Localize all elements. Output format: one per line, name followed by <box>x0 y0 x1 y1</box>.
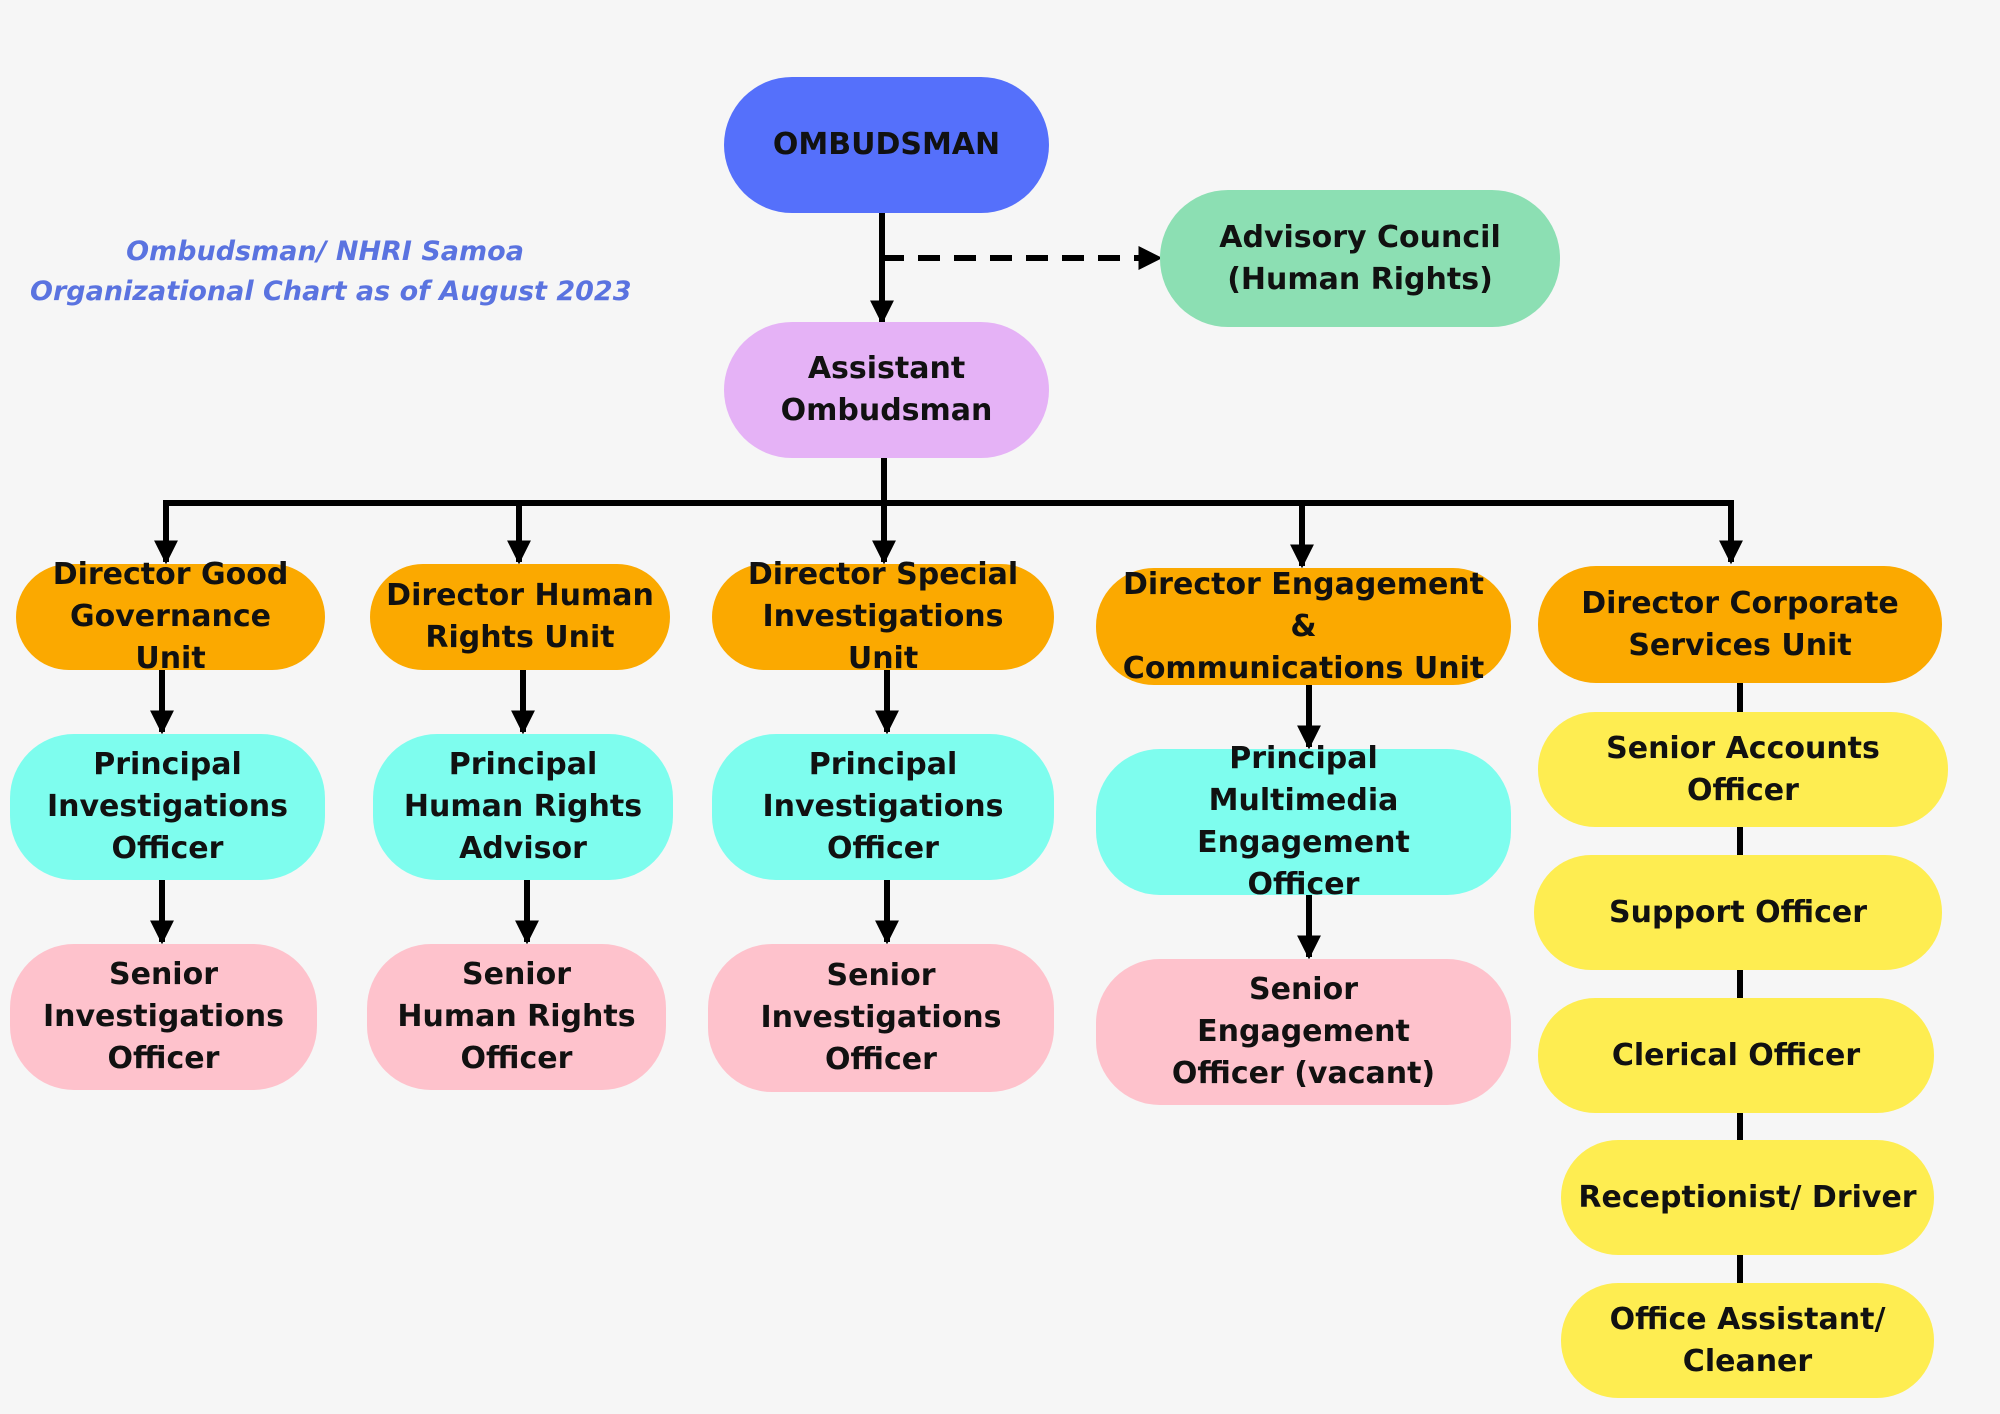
node-senior-accounts-officer-label: Senior Accounts Officer <box>1606 730 1880 808</box>
node-support-officer-label: Support Officer <box>1609 894 1867 930</box>
node-receptionist-driver-label: Receptionist/ Driver <box>1578 1179 1917 1215</box>
node-office-assistant-cleaner-label: Office Assistant/ Cleaner <box>1609 1301 1886 1379</box>
node-director-good-governance: Director Good Governance Unit <box>16 557 325 676</box>
chart-subtitle: Ombudsman/ NHRI Samoa Organizational Cha… <box>30 232 632 312</box>
node-principal-investigations-officer-1: Principal Investigations Officer <box>10 734 325 880</box>
node-office-assistant-cleaner: Office Assistant/ Cleaner <box>1561 1283 1934 1398</box>
node-director-engagement-label: Director Engagement & Communications Uni… <box>1122 566 1485 686</box>
node-clerical-officer: Clerical Officer <box>1538 998 1934 1113</box>
node-support-officer: Support Officer <box>1534 855 1942 970</box>
node-senior-investigations-officer-1: Senior Investigations Officer <box>10 944 317 1090</box>
node-senior-investigations-officer-2: Senior Investigations Officer <box>708 944 1054 1092</box>
node-principal-multimedia-engagement-officer-label: Principal Multimedia Engagement Officer <box>1197 741 1410 902</box>
node-ombudsman-label: OMBUDSMAN <box>772 127 1001 162</box>
node-director-special-investigations: Director Special Investigations Unit <box>712 557 1054 676</box>
subtitle-line-2: Organizational Chart as of August 2023 <box>30 276 632 307</box>
node-senior-investigations-officer-1-label: Senior Investigations Officer <box>42 957 285 1076</box>
subtitle-line-1: Ombudsman/ NHRI Samoa <box>126 236 524 267</box>
node-principal-investigations-officer-2-label: Principal Investigations Officer <box>762 747 1004 866</box>
node-director-good-governance-label: Director Good Governance Unit <box>52 557 289 676</box>
node-clerical-officer-label: Clerical Officer <box>1611 1037 1861 1073</box>
node-senior-human-rights-officer-label: Senior Human Rights Officer <box>397 957 636 1076</box>
node-principal-investigations-officer-2: Principal Investigations Officer <box>712 734 1054 880</box>
node-director-engagement: Director Engagement & Communications Uni… <box>1096 567 1511 686</box>
node-principal-human-rights-advisor: Principal Human Rights Advisor <box>373 734 673 880</box>
node-principal-human-rights-advisor-label: Principal Human Rights Advisor <box>403 747 643 866</box>
node-ombudsman: OMBUDSMAN <box>724 77 1049 213</box>
node-assistant-ombudsman-label: Assistant Ombudsman <box>780 351 993 428</box>
node-senior-accounts-officer: Senior Accounts Officer <box>1538 712 1948 827</box>
node-principal-multimedia-engagement-officer: Principal Multimedia Engagement Officer <box>1096 741 1511 902</box>
node-director-human-rights: Director Human Rights Unit <box>370 564 670 670</box>
node-senior-engagement-officer-label: Senior Engagement Officer (vacant) <box>1171 972 1436 1091</box>
node-advisory-council: Advisory Council (Human Rights) <box>1160 190 1560 327</box>
node-advisory-council-label: Advisory Council (Human Rights) <box>1219 219 1501 297</box>
node-director-corporate: Director Corporate Services Unit <box>1538 566 1942 683</box>
node-assistant-ombudsman: Assistant Ombudsman <box>724 322 1049 458</box>
node-director-human-rights-label: Director Human Rights Unit <box>386 578 654 655</box>
node-senior-investigations-officer-2-label: Senior Investigations Officer <box>760 958 1002 1077</box>
node-director-special-investigations-label: Director Special Investigations Unit <box>747 557 1019 676</box>
node-receptionist-driver: Receptionist/ Driver <box>1561 1140 1934 1255</box>
node-director-corporate-label: Director Corporate Services Unit <box>1581 585 1899 663</box>
node-senior-human-rights-officer: Senior Human Rights Officer <box>367 944 666 1090</box>
node-principal-investigations-officer-1-label: Principal Investigations Officer <box>46 747 289 866</box>
node-senior-engagement-officer: Senior Engagement Officer (vacant) <box>1096 959 1511 1105</box>
